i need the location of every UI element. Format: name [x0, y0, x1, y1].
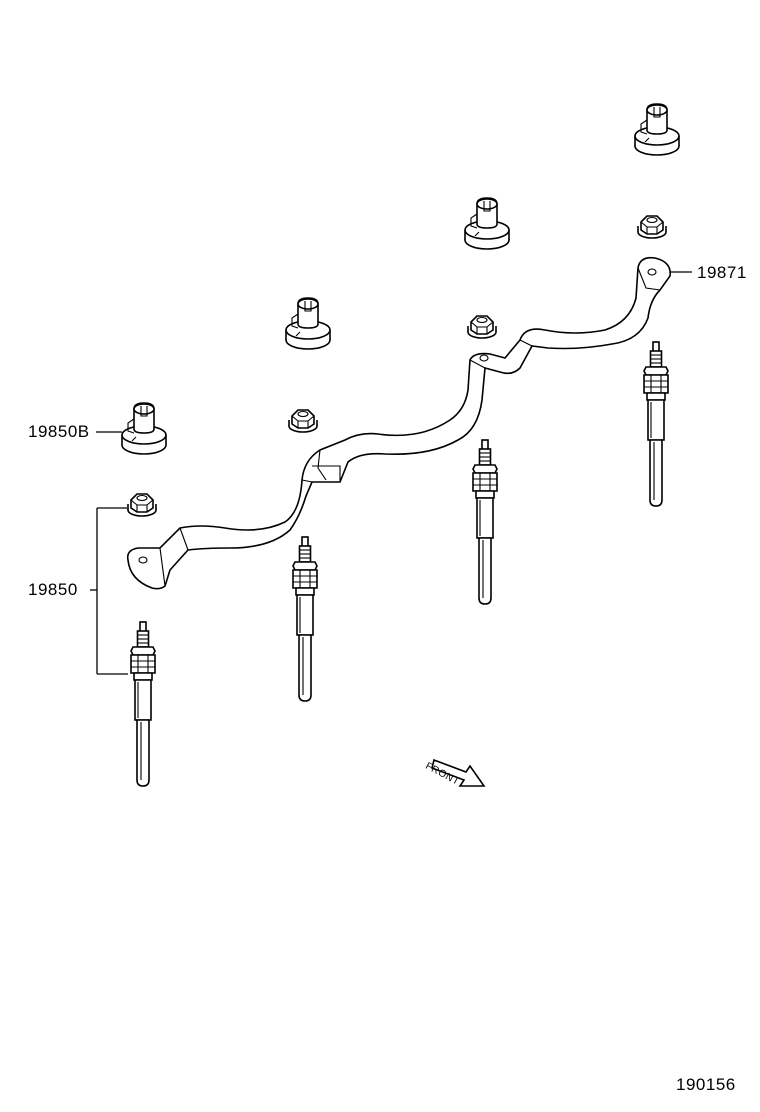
label-19871: 19871 [697, 263, 747, 282]
reference-number: 190156 [676, 1075, 736, 1094]
glow-plug-busbar [126, 256, 672, 590]
nut [288, 409, 318, 433]
label-19850: 19850 [28, 580, 78, 599]
glow-plug [643, 341, 669, 507]
terminal-cap [464, 197, 510, 250]
terminal-cap-19850B [121, 402, 167, 455]
terminal-cap [634, 103, 680, 156]
terminal-cap [285, 297, 331, 350]
glow-plug-19850 [130, 621, 156, 787]
leader-bracket-19850 [90, 507, 128, 675]
nut [467, 315, 497, 339]
nut [637, 215, 667, 239]
glow-plug [292, 536, 318, 702]
front-arrow-icon [431, 758, 486, 787]
nut [127, 493, 157, 517]
label-19850B: 19850B [28, 422, 90, 441]
glow-plug [472, 439, 498, 605]
